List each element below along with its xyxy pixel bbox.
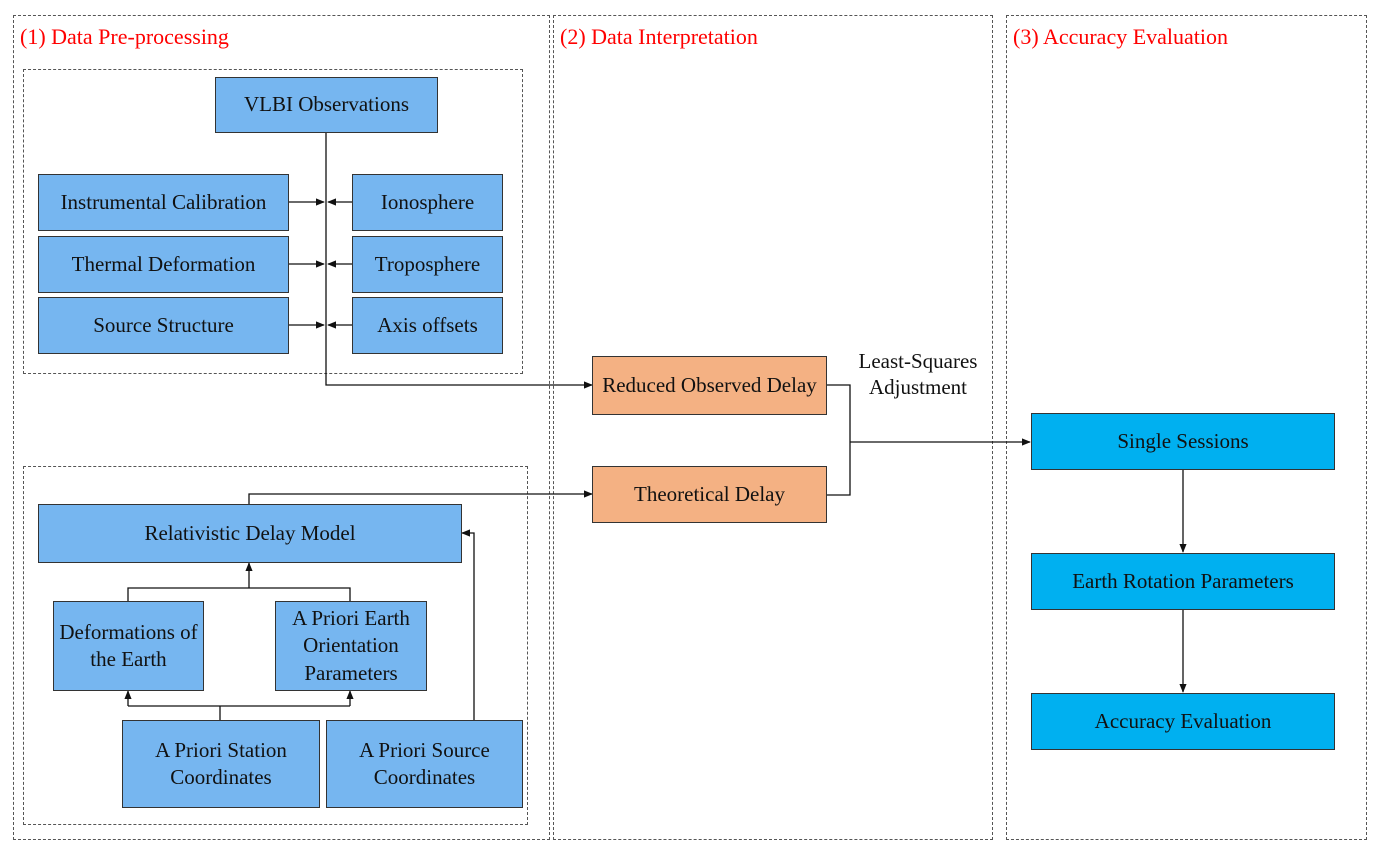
- node-a-priori-source-coordinates: A Priori Source Coordinates: [326, 720, 523, 808]
- node-reduced-observed-delay: Reduced Observed Delay: [592, 356, 827, 415]
- subpanel-observation-corrections: [23, 69, 523, 374]
- node-troposphere: Troposphere: [352, 236, 503, 293]
- panel-accuracy-evaluation: [1006, 15, 1367, 840]
- panel-data-interpretation: [553, 15, 993, 840]
- panel-data-preprocessing: [13, 15, 550, 840]
- node-axis-offsets: Axis offsets: [352, 297, 503, 354]
- node-theoretical-delay: Theoretical Delay: [592, 466, 827, 523]
- node-ionosphere: Ionosphere: [352, 174, 503, 231]
- node-earth-rotation-parameters: Earth Rotation Parameters: [1031, 553, 1335, 610]
- node-a-priori-eop: A Priori Earth Orientation Parameters: [275, 601, 427, 691]
- edge-label-least-squares: Least-Squares Adjustment: [858, 349, 978, 400]
- node-thermal-deformation: Thermal Deformation: [38, 236, 289, 293]
- node-single-sessions: Single Sessions: [1031, 413, 1335, 470]
- node-source-structure: Source Structure: [38, 297, 289, 354]
- node-deformations-of-earth: Deformations of the Earth: [53, 601, 204, 691]
- node-relativistic-delay-model: Relativistic Delay Model: [38, 504, 462, 563]
- node-instrumental-calibration: Instrumental Calibration: [38, 174, 289, 231]
- node-vlbi-observations: VLBI Observations: [215, 77, 438, 133]
- node-accuracy-evaluation: Accuracy Evaluation: [1031, 693, 1335, 750]
- panel-title-evaluation: (3) Accuracy Evaluation: [1013, 24, 1229, 49]
- panel-title-interpretation: (2) Data Interpretation: [560, 24, 758, 49]
- subpanel-delay-model: [23, 466, 528, 825]
- panel-title-preprocessing: (1) Data Pre-processing: [20, 24, 229, 49]
- node-a-priori-station-coordinates: A Priori Station Coordinates: [122, 720, 320, 808]
